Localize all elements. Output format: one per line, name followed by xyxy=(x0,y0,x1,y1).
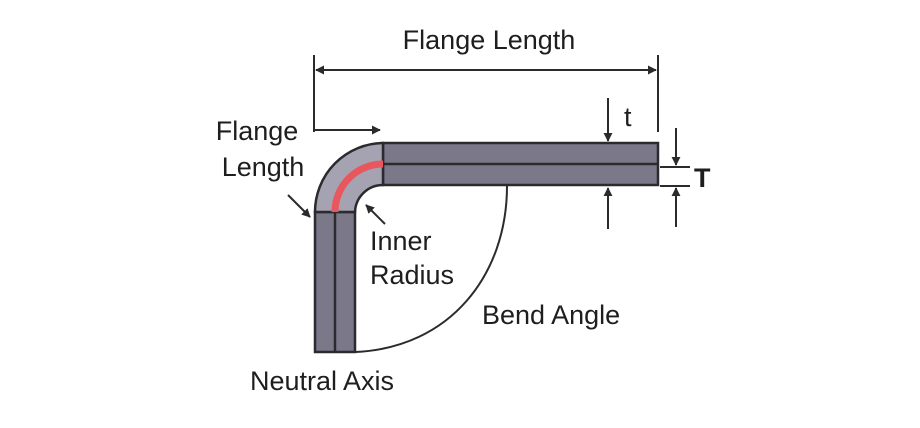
inner-radius-label-line1: Inner xyxy=(370,226,432,256)
flange-length-side-label-line1: Flange xyxy=(216,116,299,146)
neutral-axis-pointer-arrow xyxy=(287,194,311,218)
thickness-t-label: t xyxy=(624,102,632,132)
flange-length-side-label-line2: Length xyxy=(222,152,305,182)
bend-angle-arc xyxy=(354,185,508,353)
inner-radius-arrow xyxy=(365,204,386,225)
neutral-axis-curve xyxy=(331,160,384,213)
neutral-axis-label: Neutral Axis xyxy=(250,366,394,396)
bend-angle-label: Bend Angle xyxy=(482,300,620,330)
flange-length-top-label: Flange Length xyxy=(403,25,576,55)
inner-radius-label-line2: Radius xyxy=(370,260,454,290)
thickness-T-label: T xyxy=(694,163,711,193)
